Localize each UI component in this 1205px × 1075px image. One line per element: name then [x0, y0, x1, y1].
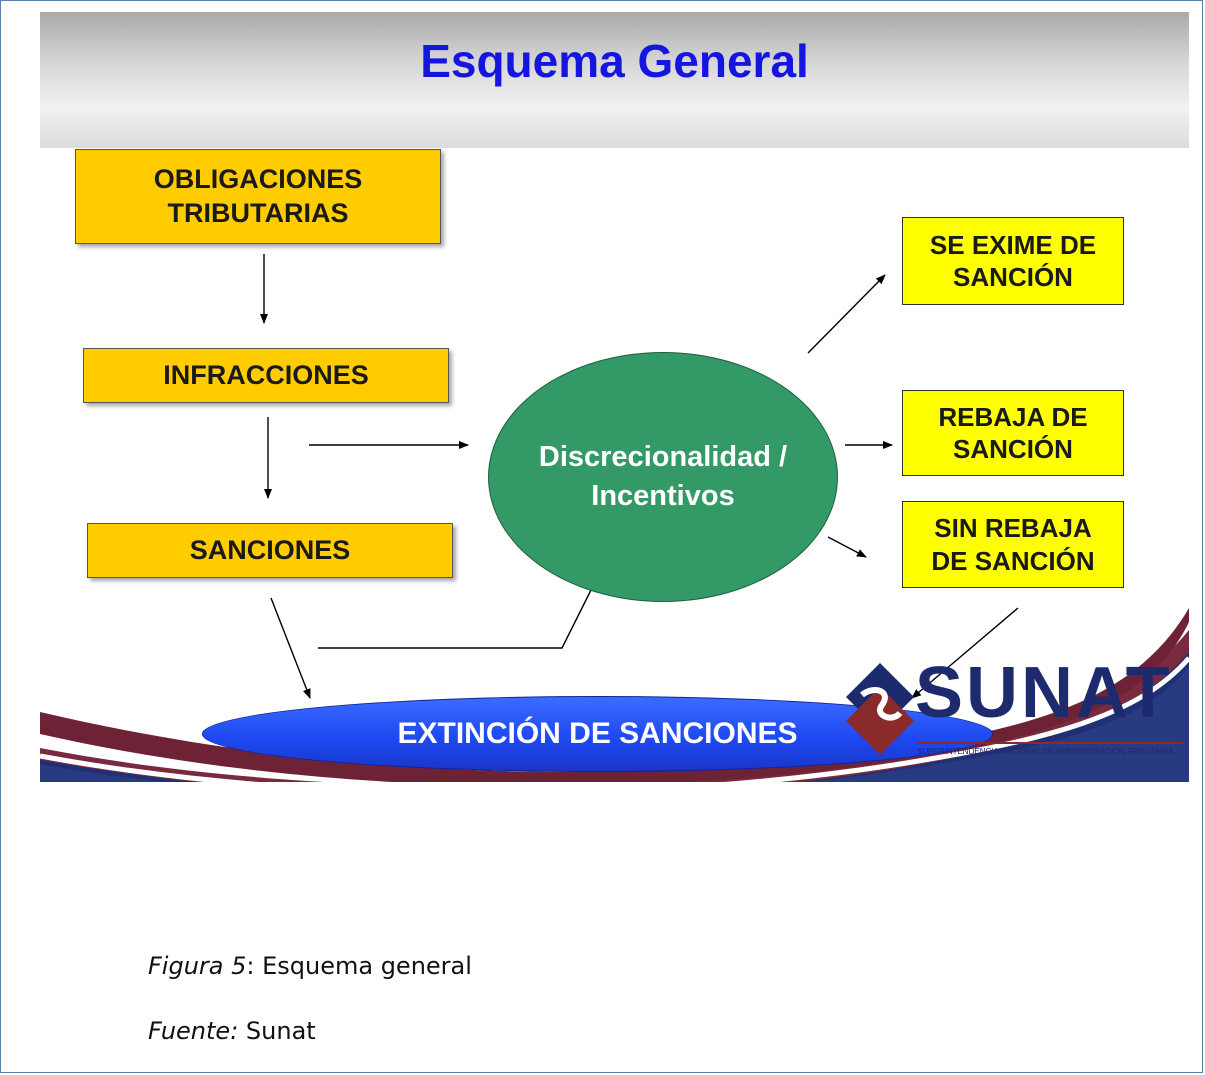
swoosh-maroon-band: [40, 630, 1189, 782]
box-sin-rebaja-de-sancion: SIN REBAJA DE SANCIÓN: [902, 501, 1124, 588]
swoosh-white-stripe: [40, 656, 1189, 782]
arrow-discrecionalidad-sin-rebaja: [827, 536, 867, 558]
box-infracciones: INFRACCIONES: [83, 348, 449, 403]
figure-text: : Esquema general: [246, 952, 472, 980]
decorative-swoosh: [40, 608, 1189, 782]
source-label: Fuente:: [148, 1017, 239, 1045]
slide-header: Esquema General: [40, 12, 1189, 148]
box-se-exime-de-sancion: SE EXIME DE SANCIÓN: [902, 217, 1124, 305]
source-caption: Fuente: Sunat: [148, 1017, 316, 1045]
sunat-logo: SUNAT SUPERINTENDENCIA NACIONAL DE ADMIN…: [840, 649, 1185, 773]
figure-label: Figura 5: [148, 952, 247, 980]
diagram-slide: Esquema General OBLIGACIONES TRIBUTARIAS…: [40, 12, 1189, 782]
arrow-sin-rebaja-extincion: [911, 607, 1019, 699]
sunat-diamond-icon: [846, 663, 914, 755]
box-obligaciones-tributarias: OBLIGACIONES TRIBUTARIAS: [75, 149, 441, 244]
box-rebaja-de-sancion: REBAJA DE SANCIÓN: [902, 390, 1124, 476]
box-sanciones: SANCIONES: [87, 523, 453, 578]
swoosh-navy-band: [40, 652, 1189, 782]
slide-title: Esquema General: [420, 35, 809, 87]
figure-caption: Figura 5: Esquema general: [148, 952, 472, 980]
arrow-sanciones-discrecionalidad: [318, 579, 597, 649]
sunat-subtitle: SUPERINTENDENCIA NACIONAL DE ADMINISTRAC…: [917, 742, 1183, 756]
sunat-wordmark: SUNAT: [915, 653, 1173, 733]
arrow-discrecionalidad-se-exime: [807, 274, 886, 354]
source-text: Sunat: [238, 1017, 316, 1045]
arrow-sanciones-extincion: [270, 597, 311, 699]
ellipse-discrecionalidad-incentivos: Discrecionalidad / Incentivos: [488, 352, 838, 602]
connector-arrows: [260, 254, 1019, 699]
